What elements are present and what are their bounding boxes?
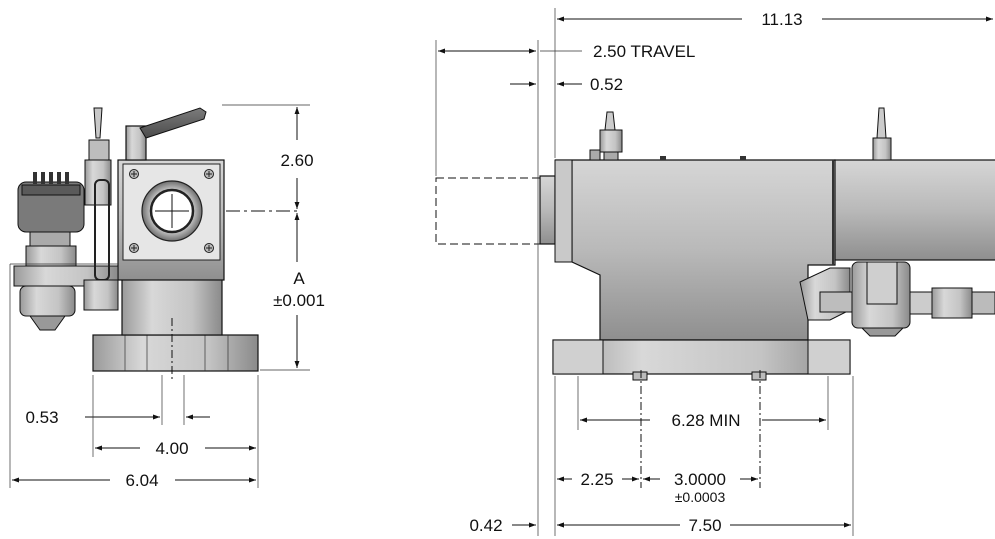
- dim-a-tolerance: ±0.001: [273, 291, 325, 310]
- dim-0-53-label: 0.53: [25, 408, 58, 427]
- dim-2-60-label: 2.60: [280, 151, 313, 170]
- dim-7-50-label: 7.50: [688, 516, 721, 535]
- dim-0-52-label: 0.52: [590, 75, 623, 94]
- side-valve-icon: [799, 261, 995, 337]
- side-view: 11.13 2.50 TRAVEL 0.52 6.28 MIN 2.25 3.0…: [435, 8, 995, 536]
- fitting-icon: [589, 107, 892, 161]
- dim-6-28-label: 6.28 MIN: [672, 411, 741, 430]
- dim-2-25-label: 2.25: [580, 470, 613, 489]
- carriage-body: [555, 159, 836, 341]
- travel-outline: [435, 177, 541, 245]
- lever-handle-icon: [125, 107, 207, 161]
- end-view: 2.60 A ±0.001 0.53 4.00 6.04: [9, 104, 325, 490]
- dim-4-00-label: 4.00: [155, 439, 188, 458]
- dim-3-0000-tolerance: ±0.0003: [675, 489, 726, 505]
- dim-0-42-label: 0.42: [469, 516, 502, 535]
- dim-travel-label: 2.50 TRAVEL: [593, 42, 695, 61]
- end-view-base: [92, 334, 259, 372]
- dim-6-04-label: 6.04: [125, 471, 158, 490]
- dim-a-label: A: [293, 269, 305, 288]
- end-view-riser: [121, 277, 223, 336]
- dim-11-13-label: 11.13: [761, 10, 802, 29]
- right-module: [834, 159, 995, 261]
- valve-assembly-icon: [10, 107, 119, 331]
- dim-3-0000-label: 3.0000: [674, 470, 726, 489]
- screw-icon: [129, 169, 214, 253]
